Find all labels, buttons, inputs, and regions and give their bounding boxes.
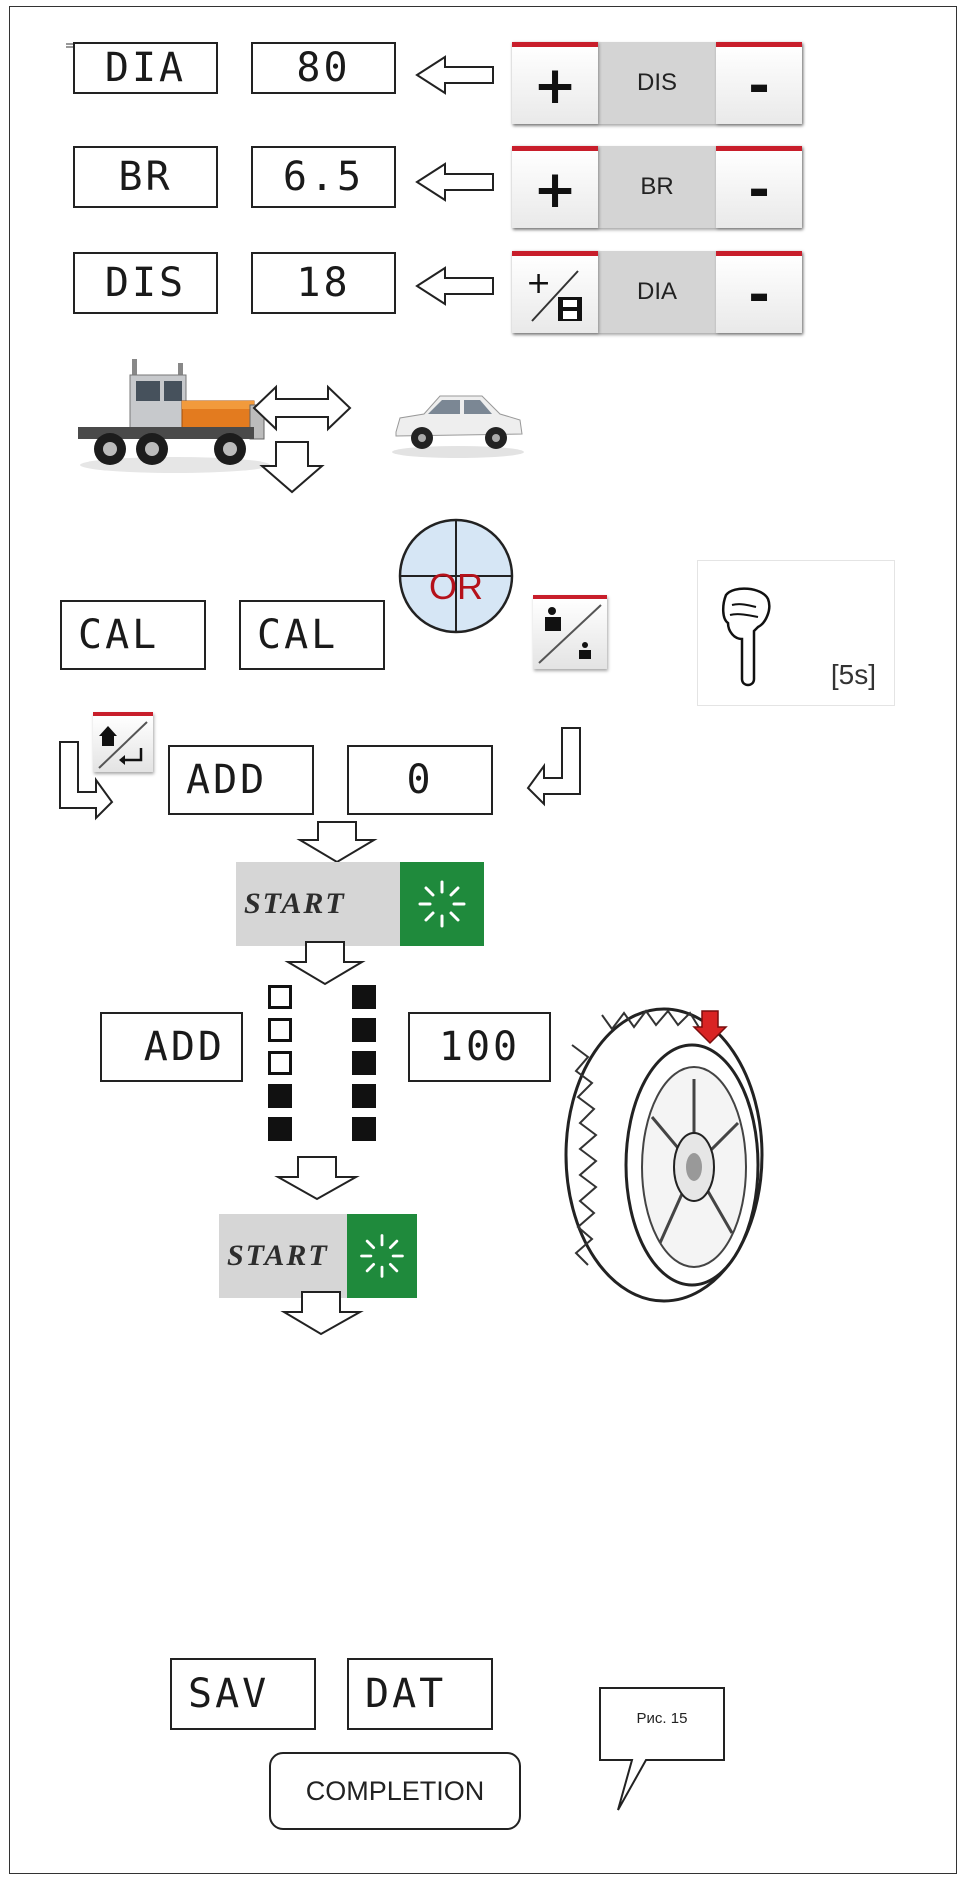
display-add: ADD — [168, 745, 314, 815]
keypad-label: BR — [598, 146, 716, 228]
keypad-label: DIA — [598, 251, 716, 333]
svg-text:+: + — [526, 266, 551, 301]
start-green-key — [400, 862, 484, 946]
completion-label: COMPLETION — [269, 1752, 521, 1830]
plus-button[interactable]: + — [512, 146, 598, 228]
indicator-cell — [352, 1117, 376, 1141]
display-save: SAV — [170, 1658, 316, 1730]
indicator-cell — [268, 1084, 292, 1108]
arrow-left-icon — [415, 162, 495, 202]
keypad-label: DIS — [598, 42, 716, 124]
tire-wheel-icon — [562, 1005, 766, 1305]
keypad-br: + BR - — [512, 146, 802, 228]
spinner-icon — [356, 1230, 408, 1282]
display-param-br: BR — [73, 146, 218, 208]
keypad-dia: + DIA - — [512, 251, 802, 333]
display-weight-value: 100 — [408, 1012, 551, 1082]
arrow-down-icon — [260, 440, 324, 494]
display-value-dis: 18 — [251, 252, 396, 314]
indicator-cell — [268, 985, 292, 1009]
display-cal-left: CAL — [60, 600, 206, 670]
display-param-dia: DIA — [73, 42, 218, 94]
display-cal-right: CAL — [239, 600, 385, 670]
elbow-arrow-left-icon — [524, 726, 584, 808]
start-button[interactable]: START — [236, 862, 484, 946]
display-value-br: 6.5 — [251, 146, 396, 208]
minus-button[interactable]: - — [716, 42, 802, 124]
arrow-left-icon — [415, 266, 495, 306]
minus-button[interactable]: - — [716, 146, 802, 228]
indicator-cell — [268, 1018, 292, 1042]
spinner-icon — [414, 876, 470, 932]
indicator-cell — [268, 1117, 292, 1141]
car-icon — [388, 380, 528, 460]
callout-bubble — [598, 1686, 728, 1812]
hold-panel: [5s] — [697, 560, 895, 706]
arrow-down-icon — [276, 1155, 358, 1201]
indicator-cell — [352, 1051, 376, 1075]
start-label: START — [227, 1214, 329, 1298]
pointing-hand-icon — [716, 583, 776, 687]
truck-car-mode-icon — [533, 599, 607, 669]
truck-icon — [70, 345, 270, 475]
display-data: DAT — [347, 1658, 493, 1730]
indicator-cell — [352, 1084, 376, 1108]
double-arrow-icon — [252, 384, 352, 432]
plus-save-button[interactable]: + — [512, 251, 598, 333]
display-param-dis: DIS — [73, 252, 218, 314]
plus-save-icon: + — [520, 263, 590, 327]
figure-caption: Рис. 15 — [600, 1708, 724, 1728]
start-label: START — [244, 862, 346, 946]
start-button[interactable]: START — [219, 1214, 417, 1298]
keypad-dis: + DIS - — [512, 42, 802, 124]
display-add-weight: ADD — [100, 1012, 243, 1082]
indicator-cell — [352, 1018, 376, 1042]
indicator-cell — [268, 1051, 292, 1075]
indicator-cell — [352, 985, 376, 1009]
plus-button[interactable]: + — [512, 42, 598, 124]
mode-button[interactable] — [533, 595, 607, 669]
display-value-dia: 80 — [251, 42, 396, 94]
start-green-key — [347, 1214, 417, 1298]
arrow-down-icon — [286, 940, 366, 986]
or-label: OR — [418, 566, 494, 608]
arrow-left-icon — [415, 55, 495, 95]
elbow-arrow-right-icon — [56, 740, 116, 820]
arrow-down-icon — [282, 1290, 362, 1336]
display-add-value: 0 — [347, 745, 493, 815]
hold-time-label: [5s] — [831, 659, 876, 691]
arrow-down-icon — [298, 820, 378, 864]
minus-button[interactable]: - — [716, 251, 802, 333]
